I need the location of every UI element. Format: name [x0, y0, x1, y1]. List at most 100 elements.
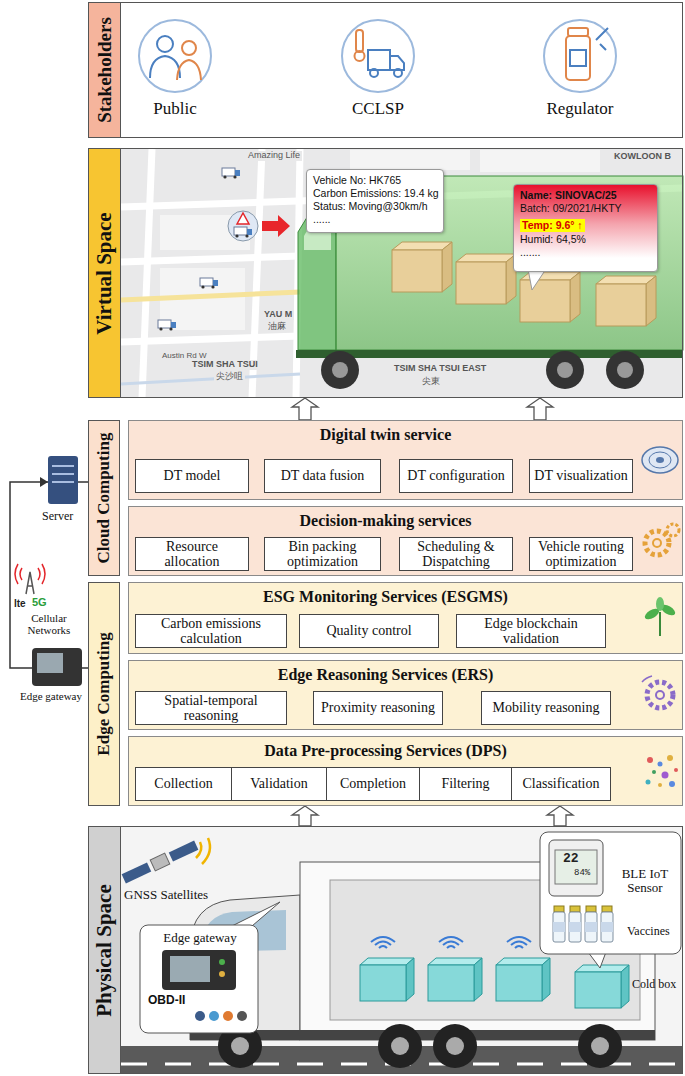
node-title: Digital twin service — [129, 421, 682, 444]
service-icons — [667, 755, 673, 761]
infrastructure-icons — [37, 653, 63, 673]
physical-scene — [122, 863, 152, 884]
node-title: DT configuration — [407, 468, 504, 483]
city-map — [200, 278, 218, 289]
service-backgrounds — [128, 506, 683, 576]
node-text: Batch: 09/2021/HKTY — [520, 202, 651, 215]
node-title: Quality control — [326, 623, 411, 638]
node-text: ....... — [520, 246, 651, 259]
node-title: Cloud Computing — [94, 433, 114, 564]
stakeholder-icons — [370, 69, 378, 77]
layer-panel: Physical SpaceEdge gatewayBLE IoT Sensor… — [88, 826, 683, 1074]
node-text: ...... — [313, 213, 437, 226]
physical-scene — [219, 971, 225, 977]
service-icons — [653, 539, 661, 547]
stakeholder-icons — [150, 56, 180, 78]
flow-arrow — [292, 398, 318, 420]
physical-scene — [196, 838, 210, 864]
node-text: Status: Moving@30km/h — [313, 200, 437, 213]
icon-label: Cellular Networks — [14, 612, 84, 636]
infrastructure-icons — [32, 648, 82, 686]
info-callout: Name: SINOVAC/25Batch: 09/2021/HKTYTemp:… — [513, 184, 658, 272]
network-logo: 5G — [32, 596, 47, 608]
alert-marker — [228, 211, 258, 241]
stakeholder-icons — [390, 56, 404, 70]
node-title: Filtering — [441, 776, 489, 791]
physical-scene — [140, 925, 258, 1033]
layer-label-bar: Virtual Space — [89, 149, 121, 397]
physical-scene — [121, 840, 199, 885]
city-map — [158, 320, 176, 331]
service-box: Resource allocation — [135, 537, 249, 571]
physical-scene — [575, 965, 629, 1008]
digital-twin-truck — [332, 362, 348, 378]
node-text: Humid: 64,5% — [520, 233, 651, 246]
node-title: Scheduling & Dispatching — [404, 539, 508, 570]
map-label: KOWLOON B — [612, 152, 673, 162]
service-backgrounds — [128, 420, 683, 500]
physical-scene — [585, 906, 597, 942]
stakeholder-icons — [596, 28, 608, 50]
city-map — [121, 292, 300, 300]
service-icons — [646, 780, 651, 785]
city-map — [142, 149, 152, 398]
node-title: Edge Computing — [94, 632, 114, 755]
node-title: ESG Monitoring Services (ESGMS) — [129, 583, 682, 606]
physical-scene — [219, 959, 225, 965]
city-map — [121, 149, 683, 398]
digital-twin-truck — [557, 362, 573, 378]
physical-scene — [496, 958, 550, 1001]
layer-label-bar: Stakeholders — [89, 3, 121, 137]
node-title: Proximity reasoning — [321, 700, 435, 715]
service-box: Collection — [135, 767, 232, 801]
node-title: Completion — [340, 776, 406, 791]
stakeholder-icons — [356, 30, 363, 52]
node-title: Physical Space — [92, 884, 117, 1016]
service-box: DT visualization — [529, 459, 633, 493]
physical-scene — [446, 1037, 464, 1055]
physical-scene — [549, 840, 603, 896]
service-icons — [658, 762, 663, 767]
port-label: OBD-II — [148, 994, 185, 1007]
service-backgrounds — [128, 582, 683, 654]
map-label: 油麻 — [266, 322, 288, 332]
physical-scene — [601, 906, 613, 942]
alert-marker — [228, 211, 290, 241]
node-title: Mobility reasoning — [493, 700, 600, 715]
alert-marker — [234, 227, 252, 238]
infrastructure-icons — [40, 477, 48, 487]
digital-twin-truck — [296, 176, 683, 389]
service-icons — [642, 447, 678, 473]
device-callout: BLE IoT SensorVaccines — [541, 833, 682, 955]
stakeholder-name: Regulator — [540, 100, 620, 119]
city-map — [121, 149, 683, 398]
stakeholder-icons — [394, 69, 402, 77]
node-title: Classification — [523, 776, 600, 791]
stakeholder-name: Public — [135, 100, 215, 119]
flow-arrow — [547, 806, 573, 826]
stakeholder-icons — [157, 36, 173, 52]
node-title: Virtual Space — [92, 212, 117, 334]
stakeholder-icons — [544, 20, 616, 92]
map-label: 尖沙咀 — [214, 372, 245, 382]
service-icons — [656, 691, 664, 699]
digital-twin-truck — [617, 362, 633, 378]
physical-scene — [569, 906, 581, 942]
city-map — [121, 336, 300, 342]
infrastructure-icons — [15, 564, 45, 584]
service-box: Mobility reasoning — [481, 691, 611, 725]
node-title: Carbon emissions calculation — [140, 616, 282, 647]
node-title: Spatial-temporal reasoning — [140, 693, 282, 724]
service-icons — [649, 452, 671, 468]
digital-twin-truck — [520, 272, 580, 322]
service-group: Edge Reasoning Services (ERS)Spatial-tem… — [128, 660, 683, 730]
node-title: BLE IoT Sensor — [611, 867, 679, 896]
city-map — [121, 149, 683, 398]
service-box: DT data fusion — [264, 459, 381, 493]
stakeholder-icons — [177, 60, 201, 80]
flow-arrow — [292, 806, 318, 826]
physical-scene — [439, 937, 463, 948]
stakeholder-icons — [139, 20, 211, 92]
stakeholder-icons — [342, 20, 414, 92]
